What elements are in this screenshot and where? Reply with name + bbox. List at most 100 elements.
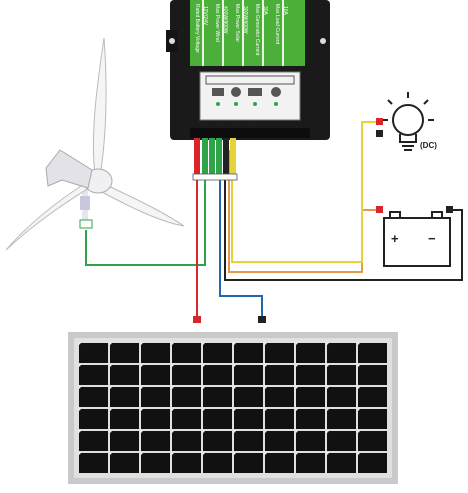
solar-cell [358,409,387,429]
solar-cell [327,387,356,407]
battery-terminal-plus [376,206,383,213]
solar-cell [172,453,201,473]
solar-wire-blue [219,150,263,318]
solar-cell [358,365,387,385]
solar-cell [172,431,201,451]
solar-cell [296,343,325,363]
load-label: (DC) [420,141,437,150]
solar-cell [141,453,170,473]
terminal-label: RED [200,123,208,127]
solar-cell [110,409,139,429]
solar-cell [203,387,232,407]
solar-cell [110,387,139,407]
solar-cell [79,409,108,429]
solar-cell [141,343,170,363]
solar-cell [110,343,139,363]
solar-cell [203,365,232,385]
solar-cell [265,409,294,429]
solar-cell [265,431,294,451]
controller-spec-line: 30A [262,6,268,16]
turbine-wire-green [85,175,206,266]
solar-cell [203,343,232,363]
solar-cell [234,365,263,385]
controller-label-line: Max Load Current [274,4,280,45]
battery-minus-sign: − [428,231,436,246]
solar-cell [265,343,294,363]
solar-cell [358,431,387,451]
terminal-label: GREEN [230,123,243,127]
battery-wire-orange [228,150,378,273]
terminal-label: YELLOW [277,123,292,127]
wind-status-icon [231,87,241,97]
solar-cell [234,453,263,473]
controller-spec-line: 10A [282,6,288,16]
solar-cell [203,453,232,473]
battery-icon [383,211,451,267]
terminal-label: BLUE [215,123,225,127]
controller-label-line: Rated Battery Voltage [194,4,200,53]
controller-wire-stubs [194,138,236,176]
solar-cell [327,343,356,363]
battery-terminal-minus [446,206,453,213]
solar-cell [296,365,325,385]
connector-row [192,173,238,181]
load-terminal-minus [376,130,383,137]
terminal-label: BLACK [262,123,274,127]
solar-cell [327,365,356,385]
load-status-icon [271,87,281,97]
solar-cell [265,453,294,473]
turbine-blade-left [5,179,93,251]
controller-label-line: Max Power Wind [214,4,220,42]
solar-cell [110,453,139,473]
solar-cell [141,431,170,451]
solar-cell [79,431,108,451]
controller-spec-line: 12V/24V [202,6,208,26]
solar-cell [358,453,387,473]
solar-terminal-plus [193,316,201,323]
solar-cell [203,409,232,429]
solar-cell [79,453,108,473]
controller-label-line: Max Generator Current [254,4,260,56]
solar-cell [172,409,201,429]
solar-cell [172,365,201,385]
solar-cell [79,365,108,385]
load-wire-black [236,133,378,255]
solar-cell [358,343,387,363]
load-wire-yellow [231,121,378,263]
turbine-nacelle [45,149,93,189]
solar-cell [141,409,170,429]
controller-spec-line: 400W/800W [222,6,228,34]
wind-turbine-icon [5,37,185,251]
solar-cells [77,341,387,473]
turbine-blade-right [101,183,185,227]
solar-cell [172,343,201,363]
solar-cell [79,387,108,407]
solar-cell [141,365,170,385]
solar-cell [296,453,325,473]
solar-cell [265,365,294,385]
solar-terminal-minus [258,316,266,323]
solar-cell [296,409,325,429]
solar-cell [234,343,263,363]
solar-cell [110,365,139,385]
solar-cell [327,453,356,473]
load-terminal-plus [376,118,383,125]
solar-cell [172,387,201,407]
wires [85,121,463,318]
turbine-blade-top [92,37,107,177]
solar-cell [234,387,263,407]
controller-status-icons [212,87,281,106]
solar-cell [234,409,263,429]
turbine-connector [79,219,93,229]
solar-panel [68,332,398,484]
solar-cell [203,431,232,451]
controller-spec-line: 300W/600W [242,6,248,34]
solar-cell [79,343,108,363]
solar-cell [234,431,263,451]
solar-cell [296,387,325,407]
solar-cell [358,387,387,407]
solar-cell [265,387,294,407]
solar-cell [327,409,356,429]
